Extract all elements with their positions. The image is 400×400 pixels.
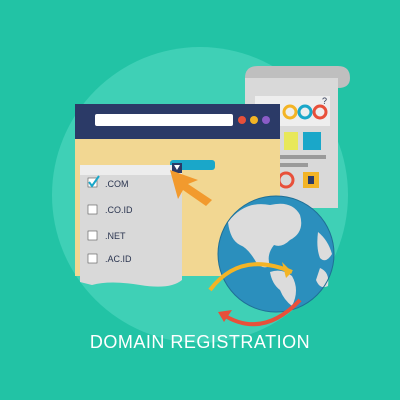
- window-dot-purple: [262, 116, 270, 124]
- checkmark-icon: [88, 175, 100, 188]
- checkbox-net: [87, 230, 98, 241]
- caption-title: DOMAIN REGISTRATION: [89, 332, 311, 352]
- arrow-yellow-icon: [208, 262, 293, 292]
- domain-option-com: .COM: [105, 179, 129, 189]
- domain-option-net: .NET: [105, 231, 126, 241]
- domain-option-acid: .AC.ID: [105, 254, 132, 264]
- domain-dropdown-panel: [80, 163, 182, 287]
- window-dot-red: [238, 116, 246, 124]
- checkbox-coid: [87, 204, 98, 215]
- arrow-red-icon: [220, 298, 302, 327]
- side-panel-glyph: ?: [322, 96, 327, 106]
- cursor-icon: [170, 170, 212, 206]
- checkbox-acid: [87, 253, 98, 264]
- window-dot-yellow: [250, 116, 258, 124]
- globe-icon: [217, 195, 335, 313]
- domain-option-coid: .CO.ID: [105, 205, 133, 215]
- address-bar: [95, 114, 233, 126]
- chevron-down-icon: [174, 165, 180, 170]
